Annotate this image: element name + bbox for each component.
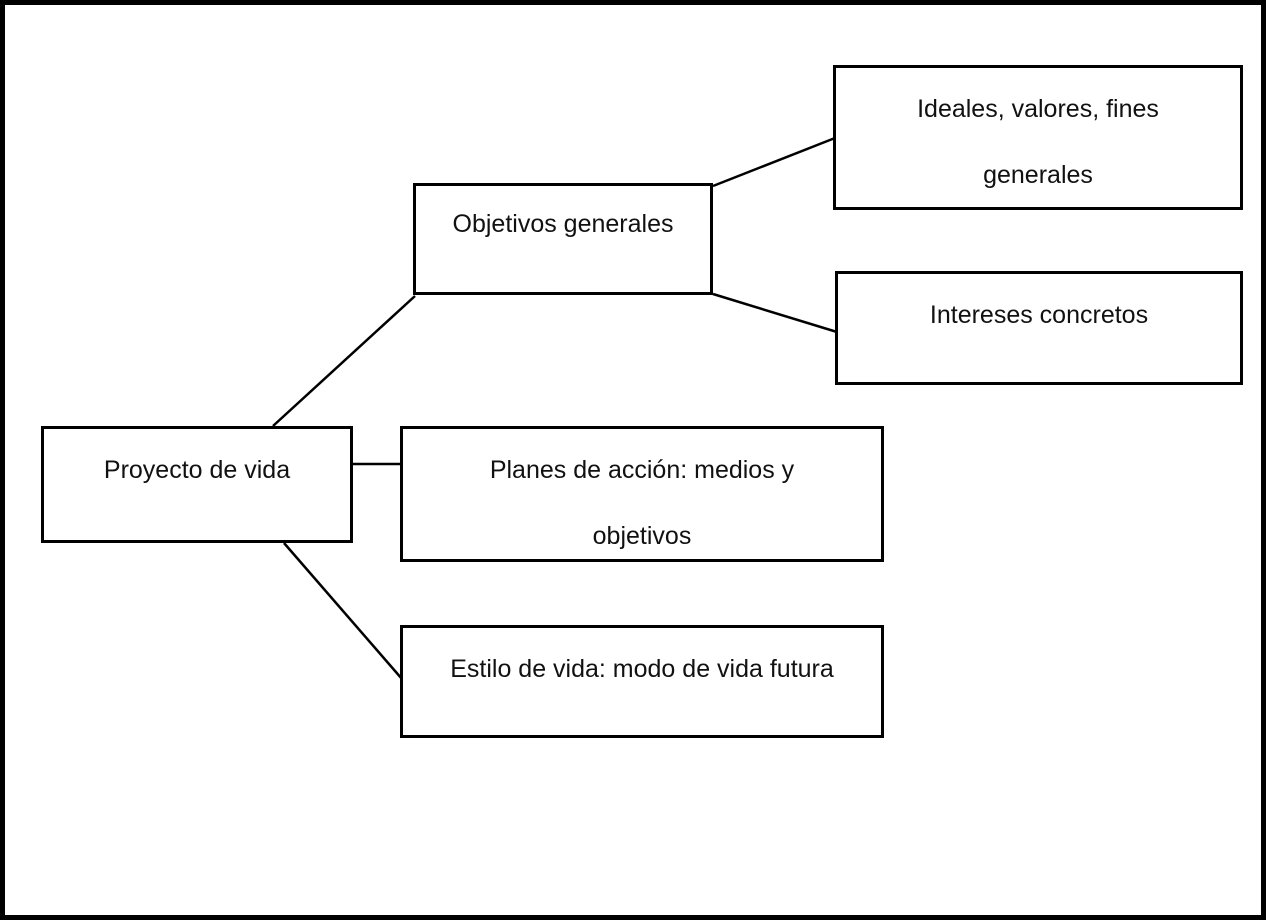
node-planes-de-accion-label-line2: objetivos — [592, 522, 692, 550]
node-ideales-valores-fines: Ideales, valores, fines generales — [833, 65, 1243, 210]
connector-objetivos-intereses — [712, 292, 838, 334]
node-proyecto-de-vida: Proyecto de vida — [41, 426, 353, 543]
node-estilo-de-vida-label: Estilo de vida: modo de vida futura — [450, 655, 834, 683]
connector-proyecto-objetivos — [272, 295, 416, 427]
node-planes-de-accion: Planes de acción: medios y objetivos — [400, 426, 884, 562]
node-ideales-valores-fines-label-line1: Ideales, valores, fines — [917, 95, 1159, 123]
node-planes-de-accion-label-line1: Planes de acción: medios y — [489, 456, 795, 484]
node-estilo-de-vida: Estilo de vida: modo de vida futura — [400, 625, 884, 738]
node-proyecto-de-vida-label: Proyecto de vida — [103, 456, 291, 484]
node-objetivos-generales: Objetivos generales — [413, 183, 713, 295]
connector-objetivos-ideales — [712, 136, 836, 188]
connector-proyecto-estilo — [283, 542, 403, 680]
node-intereses-concretos: Intereses concretos — [835, 271, 1243, 385]
node-intereses-concretos-label: Intereses concretos — [929, 301, 1149, 329]
node-objetivos-generales-label: Objetivos generales — [452, 210, 674, 238]
node-ideales-valores-fines-label-line2: generales — [983, 161, 1093, 189]
